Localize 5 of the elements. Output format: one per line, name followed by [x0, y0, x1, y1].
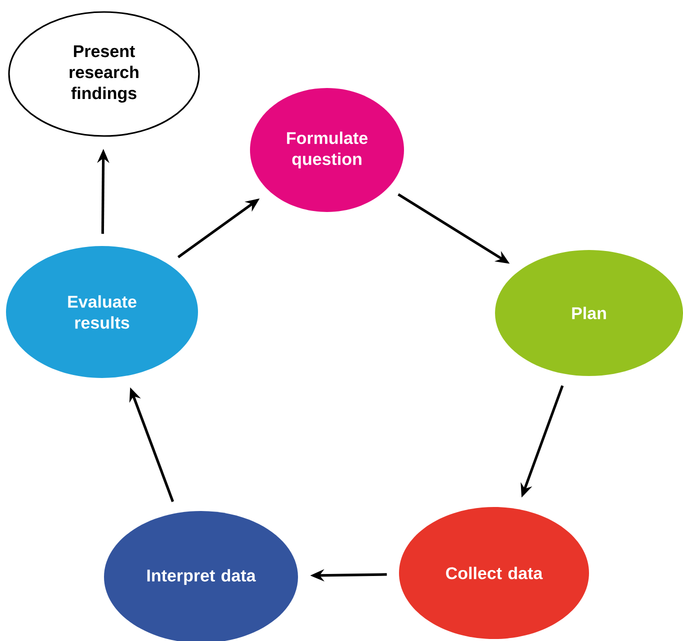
ellipse-node: Plan — [495, 250, 683, 376]
ellipse-node: Evaluate results — [6, 246, 198, 378]
ellipse-node: Collect data — [399, 507, 589, 639]
ellipse-node: Present research findings — [8, 11, 200, 137]
ellipse-node: Formulate question — [250, 88, 404, 212]
